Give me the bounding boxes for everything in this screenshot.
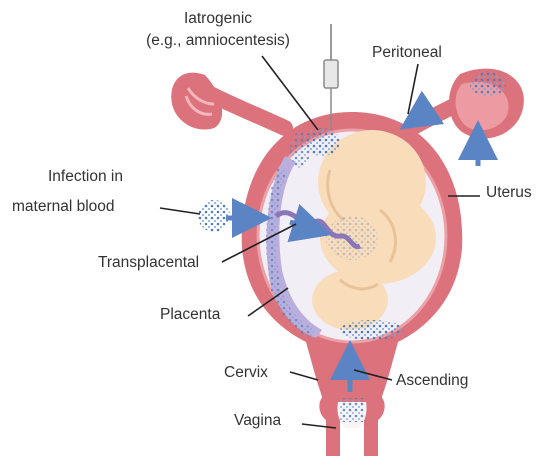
label-transplacental: Transplacental — [98, 252, 199, 274]
label-infection-line1: Infection in — [48, 166, 123, 188]
left-fallopian-tube — [171, 73, 285, 130]
label-cervix: Cervix — [224, 362, 268, 384]
label-infection-line2: maternal blood — [12, 196, 115, 218]
label-iatrogenic: Iatrogenic — [160, 8, 276, 30]
label-uterus: Uterus — [486, 182, 532, 204]
label-peritoneal: Peritoneal — [372, 42, 442, 64]
label-ascending: Ascending — [396, 370, 468, 392]
label-iatrogenic-example: (e.g., amniocentesis) — [108, 30, 328, 52]
label-placenta: Placenta — [160, 304, 220, 326]
right-fallopian-tube — [408, 69, 524, 139]
label-vagina: Vagina — [234, 410, 281, 432]
